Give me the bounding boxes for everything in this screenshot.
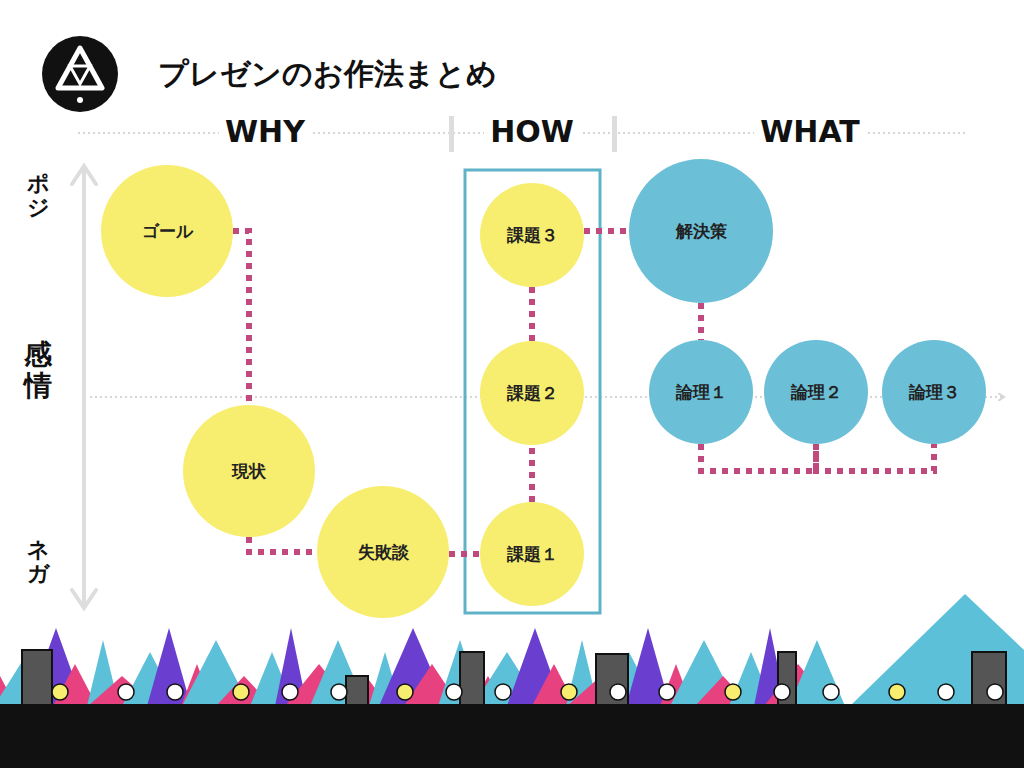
story-circle: 課題３ [480,183,584,287]
skyline [0,594,1024,768]
logo [42,36,118,112]
solution-circle: 解決策 [629,159,773,303]
node-label: 論理２ [791,381,842,404]
dotted-connector [529,287,535,341]
axis-label: 感情 [24,340,52,402]
story-circle: ゴール [101,165,233,297]
story-circle: 課題２ [480,341,584,445]
axis-label: ポジ [27,172,49,220]
node-label: 失敗談 [358,541,409,564]
how-frame [465,170,600,613]
dotted-connector [584,228,629,234]
node-label: 論理３ [909,381,960,404]
dotted-connector [529,445,535,502]
node-label: 解決策 [676,220,727,243]
dotted-connector [698,303,704,340]
solution-circle: 論理２ [764,340,868,444]
node-label: 論理１ [676,381,727,404]
column-divider [449,116,454,152]
dotted-connector [449,551,480,557]
node-label: 課題３ [507,224,558,247]
node-label: 現状 [232,460,266,483]
dotted-connector [816,444,934,471]
column-divider [612,116,617,152]
story-circle: 失敗談 [317,486,449,618]
column-heading: HOW [484,114,580,149]
dotted-connector [701,444,816,471]
page-title: プレゼンのお作法まとめ [158,54,497,95]
emotion-axis [72,166,96,608]
node-label: 課題１ [507,543,558,566]
axis-label: ネガ [27,538,49,586]
column-heading: WHY [219,114,311,149]
node-label: ゴール [142,220,193,243]
solution-circle: 論理１ [649,340,753,444]
column-heading: WHAT [754,114,866,149]
solution-circle: 論理３ [882,340,986,444]
node-label: 課題２ [507,382,558,405]
story-circle: 現状 [183,405,315,537]
dotted-connector [233,231,249,405]
dotted-connector [249,537,317,552]
story-circle: 課題１ [480,502,584,606]
